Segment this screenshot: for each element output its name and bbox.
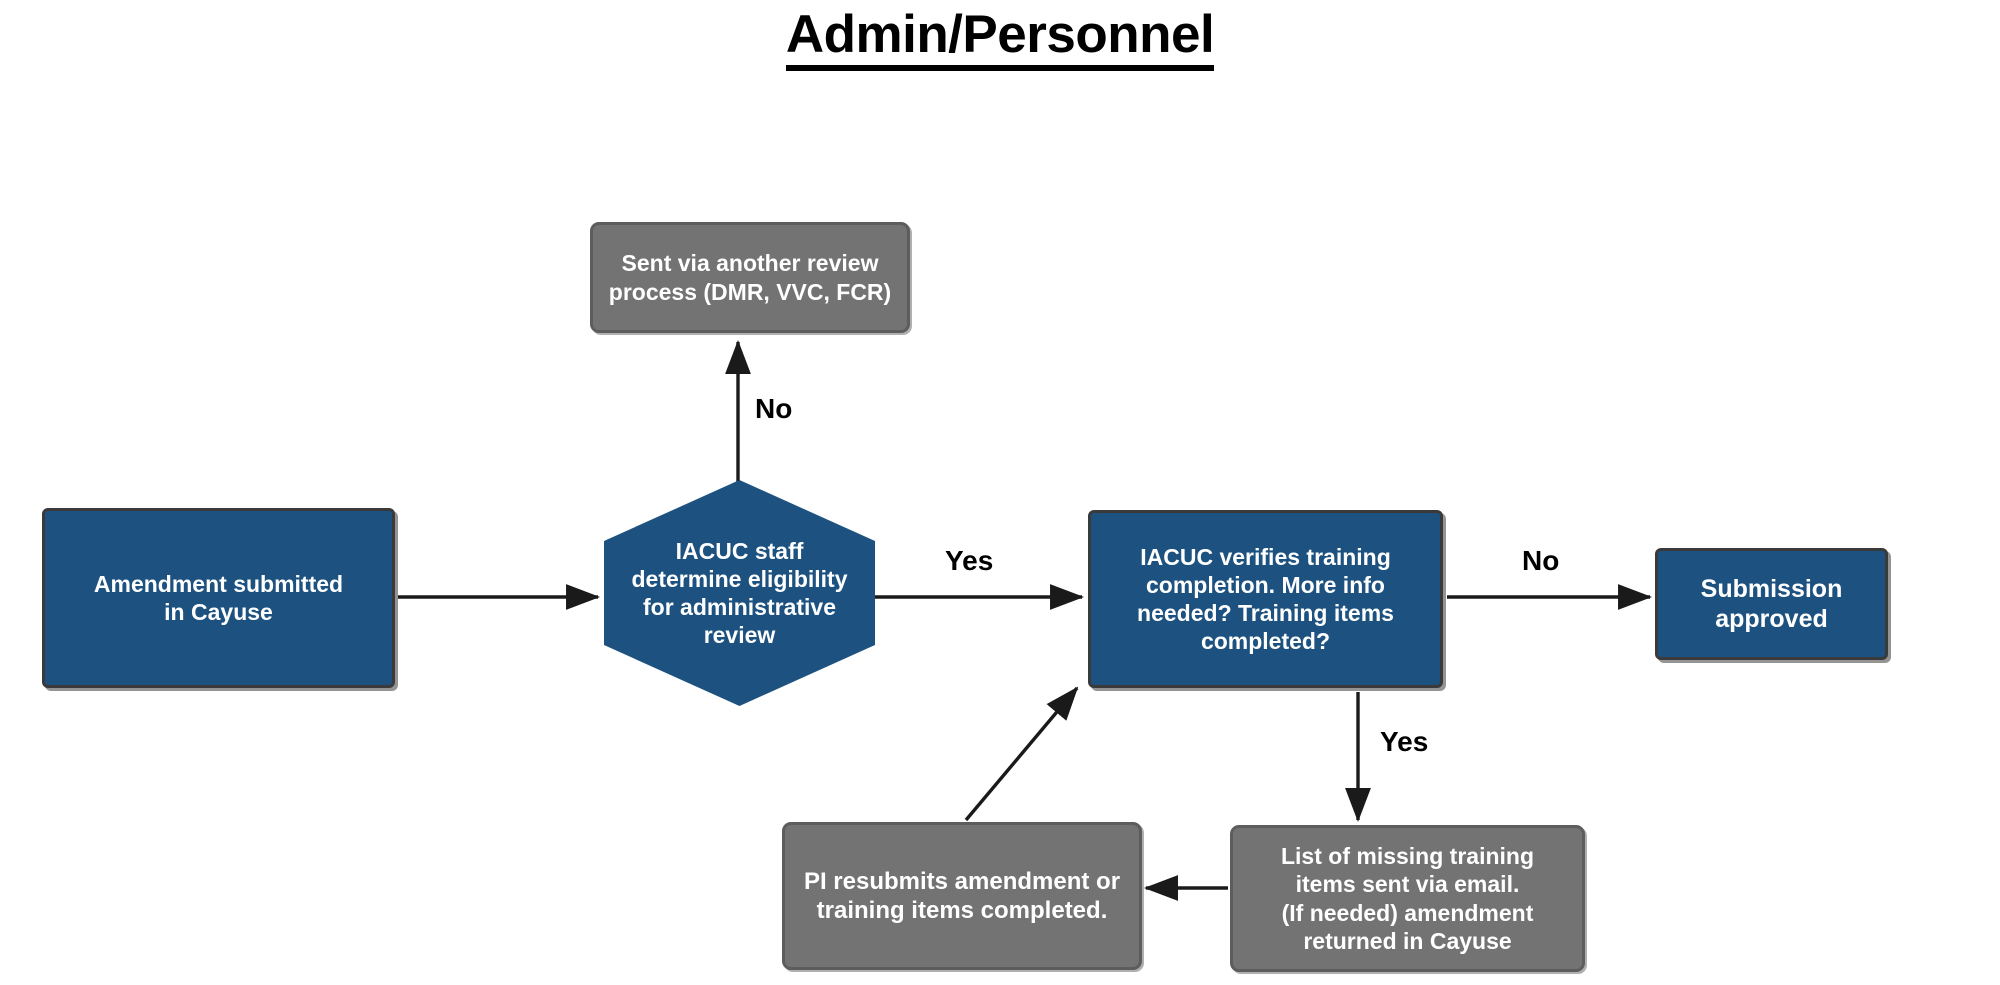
page-title: Admin/Personnel <box>0 4 2000 71</box>
edge-label-verify-no: No <box>1522 545 1560 576</box>
edge-label-verify-yes: Yes <box>1380 726 1429 757</box>
edge-label-eligibility-yes: Yes <box>945 545 994 576</box>
edge-label-eligibility-no: No <box>755 393 793 424</box>
page-title-text: Admin/Personnel <box>785 7 1215 71</box>
edge-pi-resubmits-to-verify <box>964 686 1079 822</box>
